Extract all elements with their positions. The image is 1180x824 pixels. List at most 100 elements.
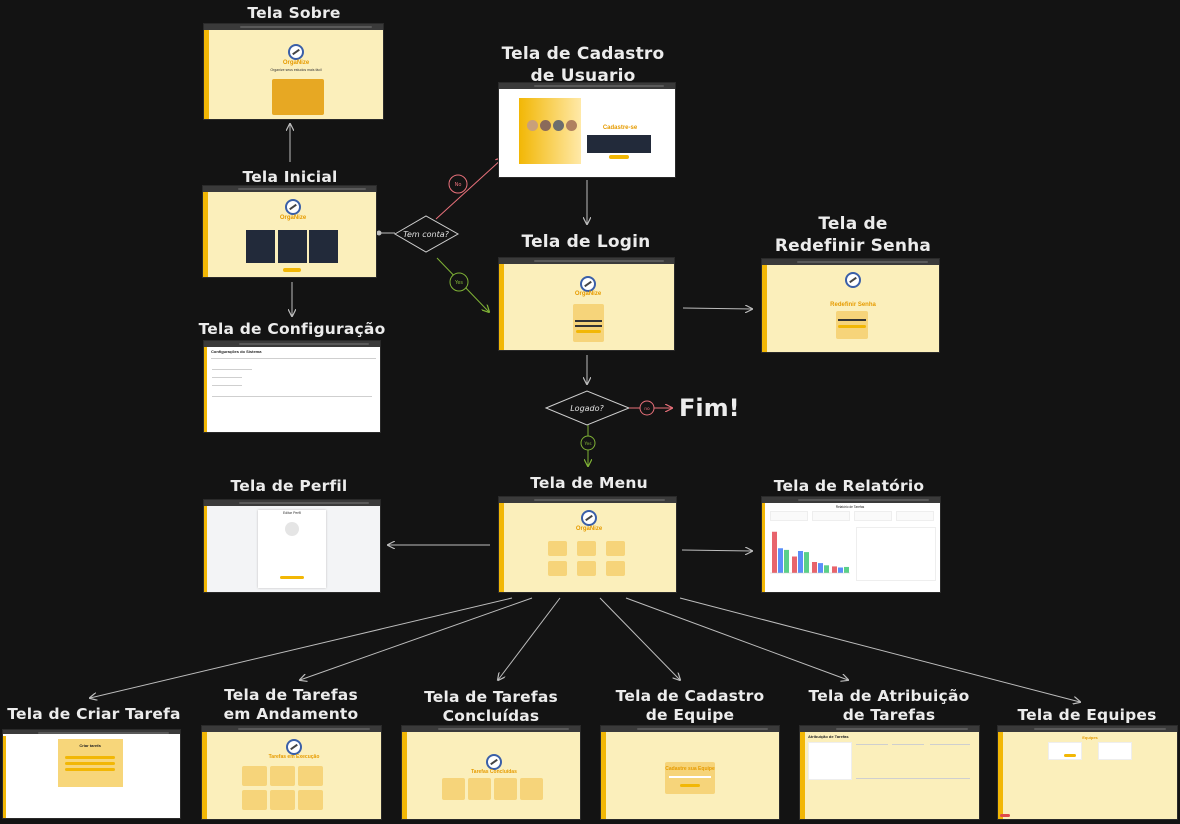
avatar <box>285 522 299 536</box>
inicial-start-button[interactable] <box>283 268 301 272</box>
edge-yes-menu-badge <box>580 435 596 451</box>
edge-menu-criar <box>90 597 513 698</box>
redefinir-submit-button[interactable] <box>838 325 866 328</box>
relatorio-stat <box>896 511 934 521</box>
login-submit-button[interactable] <box>576 330 601 333</box>
title-tela-menu: Tela de Menu <box>530 474 648 492</box>
cadastro-submit-button[interactable] <box>609 155 629 159</box>
andamento-task-card[interactable] <box>242 790 267 810</box>
andamento-task-card[interactable] <box>298 790 323 810</box>
cadastro-form <box>587 135 651 153</box>
redefinir-field[interactable] <box>838 319 866 321</box>
login-email-field[interactable] <box>575 320 602 322</box>
andamento-task-card[interactable] <box>270 766 295 786</box>
equipe-name-field[interactable] <box>669 776 711 778</box>
decision-tem-conta-label: Tem conta? <box>403 230 450 239</box>
equipes-logout-button[interactable] <box>1000 814 1010 817</box>
edge-no-cadastro <box>435 158 503 220</box>
menu-tile-atribuicao[interactable] <box>577 561 596 576</box>
criar-field[interactable] <box>65 756 115 759</box>
chart-bar <box>778 548 783 573</box>
andamento-task-card[interactable] <box>242 766 267 786</box>
atribuicao-title: Atribuição de Tarefas <box>808 734 849 739</box>
screen-perfil: Editar Perfil <box>204 500 380 592</box>
menu-tile-andamento[interactable] <box>577 541 596 556</box>
relatorio-ranking-panel <box>856 527 936 581</box>
atribuicao-form-panel <box>808 742 852 780</box>
end-node-fim: Fim! <box>679 394 740 422</box>
atribuicao-column <box>892 744 924 745</box>
sobre-text-card <box>272 79 324 115</box>
decision-tem-conta <box>394 215 460 253</box>
equipes-action-button[interactable] <box>1064 754 1076 757</box>
criar-field[interactable] <box>65 768 115 771</box>
screen-menu: OrgaNize <box>499 497 676 592</box>
andamento-task-card[interactable] <box>270 790 295 810</box>
menu-tile-relatorio[interactable] <box>606 561 625 576</box>
edge-menu-atribuicao <box>625 597 848 680</box>
edge-no-fim-label: no <box>644 407 650 412</box>
menu-tile-criar[interactable] <box>548 541 567 556</box>
screen-cadastro-equipe: Cadastre sua Equipe <box>601 726 779 819</box>
title-tela-configuracao: Tela de Configuração <box>198 320 386 338</box>
screen-criar-tarefa: Criar tarefa <box>3 730 180 818</box>
concluidas-title: Tarefas Concluídas <box>471 769 517 775</box>
chart-bar <box>784 549 789 573</box>
equipes-team-card[interactable] <box>1048 742 1082 760</box>
chart-bar <box>812 562 817 573</box>
inicial-app-name: OrgaNize <box>279 215 307 221</box>
relatorio-bar-chart <box>770 531 850 574</box>
menu-tile-equipes[interactable] <box>548 561 567 576</box>
perfil-title: Editar Perfil <box>282 511 302 515</box>
edge-yes-menu-label: Yes <box>583 441 592 447</box>
edge-menu-relatorio <box>681 550 752 551</box>
title-tela-inicial: Tela Inicial <box>242 168 338 186</box>
equipe-submit-button[interactable] <box>680 784 700 787</box>
screen-equipes: Equipes <box>998 726 1177 819</box>
title-tela-tarefas-concluidas: Tela de Tarefas Concluídas <box>424 688 558 725</box>
chart-bar <box>824 565 829 573</box>
chart-bar <box>832 566 837 573</box>
title-tela-tarefas-andamento: Tela de Tarefas em Andamento <box>223 686 359 723</box>
atribuicao-column <box>930 744 970 745</box>
chart-bar <box>772 531 777 573</box>
relatorio-stat <box>770 511 808 521</box>
equipe-form-card <box>665 762 715 794</box>
title-tela-login: Tela de Login <box>521 232 651 252</box>
config-row <box>212 369 252 370</box>
login-password-field[interactable] <box>575 325 602 327</box>
perfil-save-button[interactable] <box>280 576 304 579</box>
edge-yes-label: Yes <box>454 280 463 286</box>
redefinir-title: Redefinir Senha <box>830 302 876 308</box>
equipes-team-card[interactable] <box>1098 742 1132 760</box>
inicial-card-3 <box>309 230 338 263</box>
title-tela-relatorio: Tela de Relatório <box>773 477 925 495</box>
relatorio-stat <box>812 511 850 521</box>
screen-redefinir-senha: Redefinir Senha <box>762 259 939 352</box>
title-tela-cadastro-equipe: Tela de Cadastro de Equipe <box>615 687 765 724</box>
edge-dot <box>376 230 382 236</box>
config-row <box>212 377 242 378</box>
screen-inicial: OrgaNize <box>203 186 376 277</box>
sobre-tagline: Organize seus estudos mais fácil <box>270 68 322 72</box>
config-row <box>212 396 372 397</box>
chart-bar <box>818 563 823 573</box>
criar-title: Criar tarefa <box>79 743 101 748</box>
concluidas-task-card[interactable] <box>494 778 517 800</box>
atribuicao-column <box>856 744 888 745</box>
chart-bar <box>804 552 809 573</box>
decision-logado-label: Logado? <box>570 404 604 413</box>
avatar <box>553 120 564 131</box>
chart-bar <box>792 556 797 573</box>
avatar <box>540 120 551 131</box>
title-tela-criar-tarefa: Tela de Criar Tarefa <box>7 705 181 723</box>
criar-field[interactable] <box>65 762 115 765</box>
cadastro-hero-panel <box>519 98 581 164</box>
chart-bar <box>838 567 843 573</box>
andamento-task-card[interactable] <box>298 766 323 786</box>
concluidas-task-card[interactable] <box>468 778 491 800</box>
concluidas-task-card[interactable] <box>442 778 465 800</box>
screen-cadastro-usuario: Cadastre-se <box>499 83 675 177</box>
concluidas-task-card[interactable] <box>520 778 543 800</box>
menu-tile-concluidas[interactable] <box>606 541 625 556</box>
